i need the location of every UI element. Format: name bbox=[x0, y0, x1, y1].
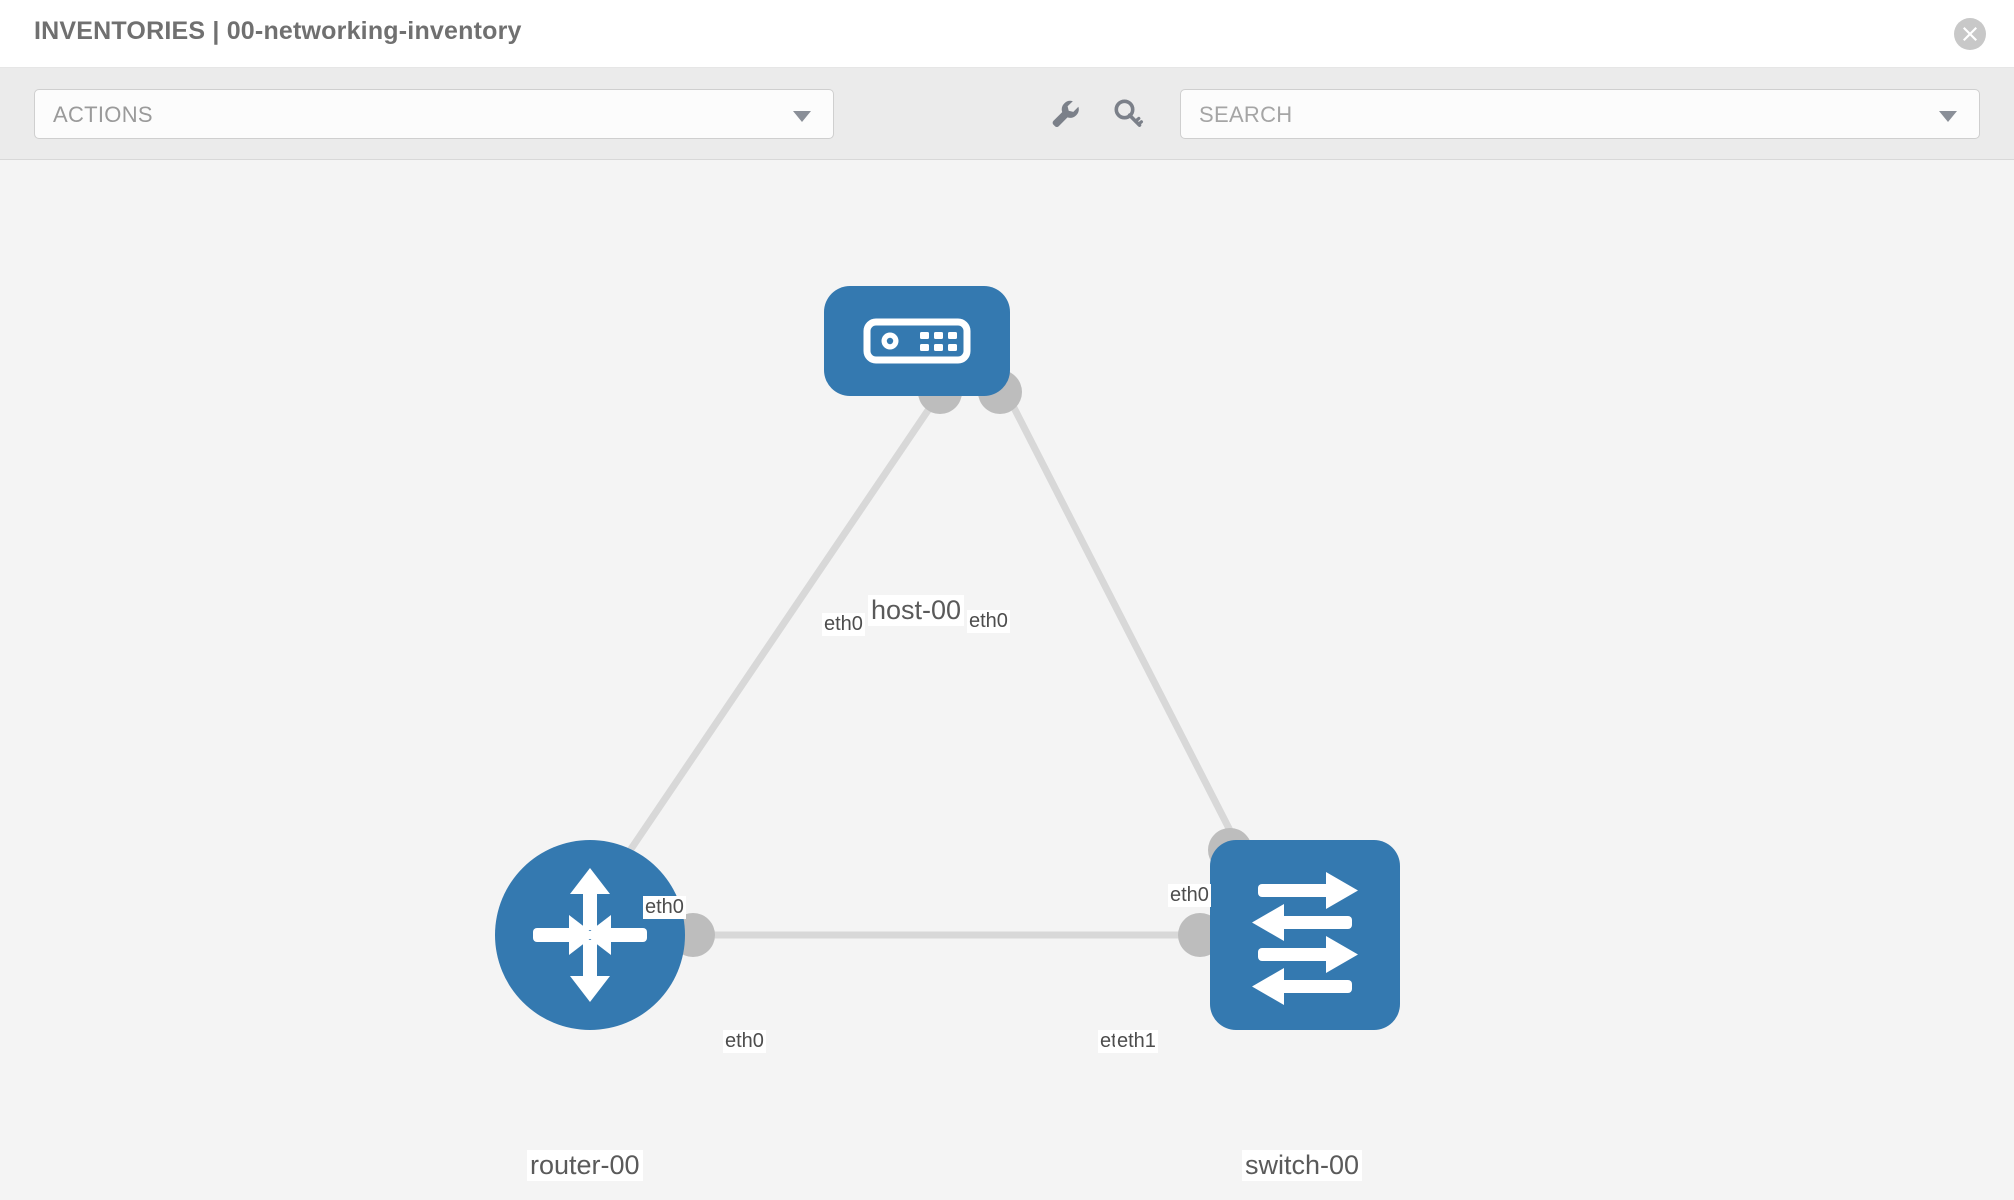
interface-label-host-left[interactable]: eth0 bbox=[822, 613, 865, 636]
key-icon[interactable] bbox=[1108, 94, 1148, 134]
close-icon[interactable] bbox=[1954, 18, 1986, 50]
chevron-down-icon bbox=[793, 111, 811, 122]
switch-arrows-icon bbox=[1252, 872, 1358, 1005]
link-host-router bbox=[607, 398, 938, 882]
router-arrows-icon bbox=[533, 868, 647, 1002]
server-icon bbox=[863, 318, 971, 364]
actions-dropdown-label: ACTIONS bbox=[53, 102, 153, 127]
topology-canvas[interactable]: host-00 eth0 eth0 bbox=[0, 160, 2014, 1200]
search-input[interactable]: SEARCH bbox=[1180, 89, 1980, 139]
interface-label-host-right[interactable]: eth0 bbox=[967, 610, 1010, 633]
interface-label-switch-left-front[interactable]: eth1 bbox=[1115, 1030, 1158, 1053]
node-switch-00[interactable] bbox=[1210, 840, 1400, 1030]
actions-dropdown[interactable]: ACTIONS bbox=[34, 89, 834, 139]
chevron-down-icon[interactable] bbox=[1939, 111, 1957, 122]
link-host-switch bbox=[1006, 398, 1244, 852]
wrench-icon[interactable] bbox=[1045, 94, 1085, 134]
node-label-router-00[interactable]: router-00 bbox=[527, 1150, 643, 1181]
node-label-switch-00[interactable]: switch-00 bbox=[1242, 1150, 1363, 1181]
search-placeholder: SEARCH bbox=[1199, 102, 1293, 127]
interface-label-router-upper[interactable]: eth0 bbox=[643, 896, 686, 919]
interface-label-router-right[interactable]: eth0 bbox=[723, 1030, 766, 1053]
page-header: INVENTORIES | 00-networking-inventory bbox=[0, 0, 2014, 68]
node-label-host-00[interactable]: host-00 bbox=[868, 595, 965, 626]
page-title: INVENTORIES | 00-networking-inventory bbox=[34, 17, 522, 45]
node-host-00[interactable] bbox=[824, 286, 1010, 396]
interface-label-switch-upper[interactable]: eth0 bbox=[1168, 884, 1211, 907]
toolbar: ACTIONS SEARCH bbox=[0, 68, 2014, 160]
node-router-00[interactable] bbox=[495, 840, 685, 1030]
